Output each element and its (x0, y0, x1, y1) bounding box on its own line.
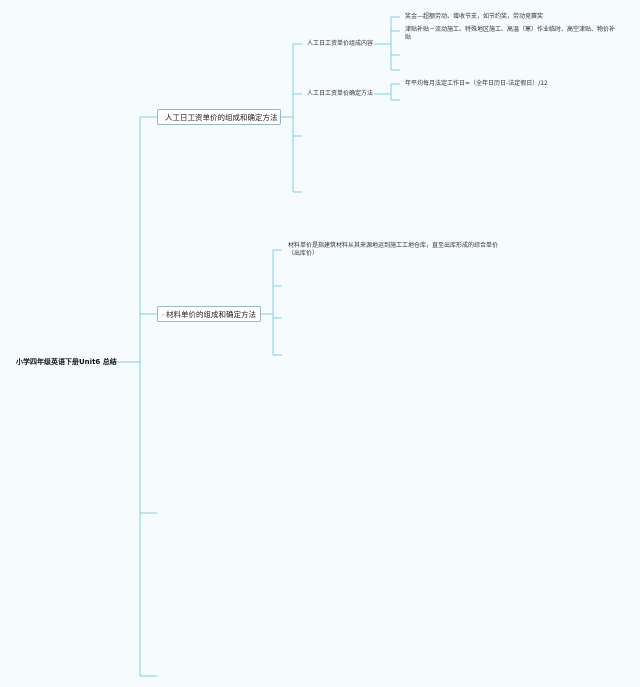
leaf-node-material-definition[interactable]: 材料单价是指建筑材料从其来源地运到施工工地仓库，直至出库形成的综合单价（出库价） (288, 242, 499, 257)
branch-node-labor-wage[interactable]: 人工日工资单价的组成和确定方法 (157, 109, 281, 125)
branch-label: 人工日工资单价的组成和确定方法 (165, 112, 278, 122)
leaf-node-allowance[interactable]: 津贴补贴－流动施工、特殊地区施工、高温（寒）作业临时、高空津贴、物价补贴 (405, 26, 616, 41)
red-star-icon (162, 312, 164, 315)
leaf-node-workdays-formula[interactable]: 年平均每月法定工作日=（全年日历日-法定假日）/12 (405, 80, 548, 87)
sub-node-wage-method[interactable]: 人工日工资单价确定方法 (307, 90, 374, 97)
branch-label: 材料单价的组成和确定方法 (166, 309, 256, 319)
leaf-node-bonus[interactable]: 奖金—超额劳动、增收节支，如节约奖，劳动竞赛奖 (405, 13, 544, 20)
root-node[interactable]: 小学四年级英语下册Unit6 总结 (16, 358, 117, 366)
branch-node-material-price[interactable]: 材料单价的组成和确定方法 (157, 306, 261, 322)
sub-node-wage-content[interactable]: 人工日工资单价组成内容 (307, 40, 374, 47)
